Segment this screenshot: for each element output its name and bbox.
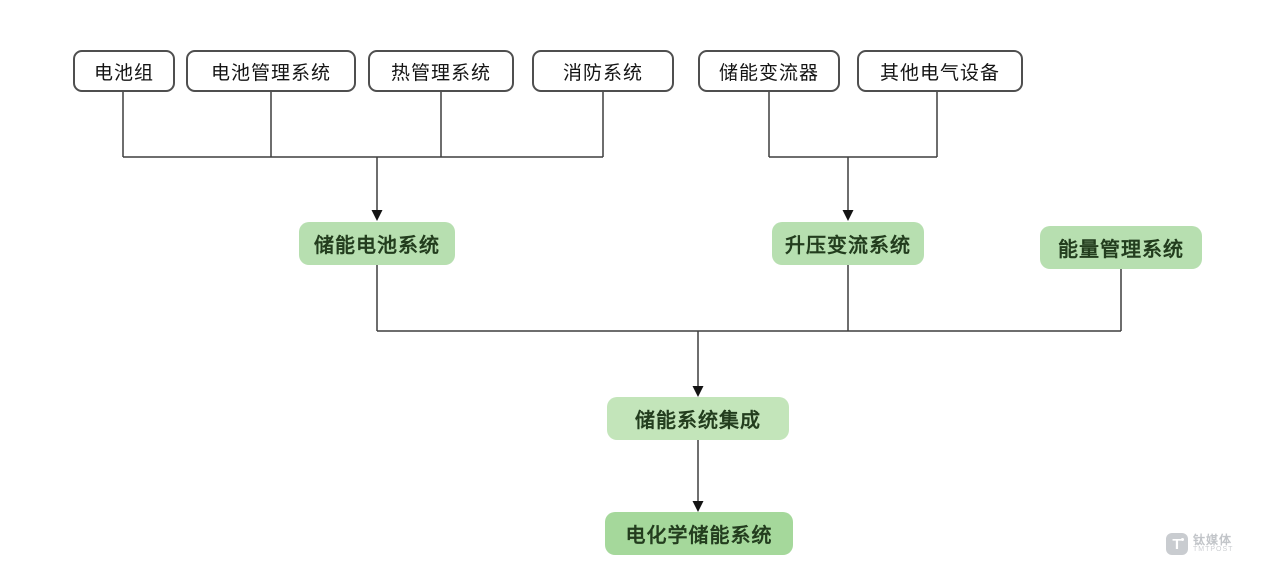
node-energy-management-system: 能量管理系统 — [1040, 226, 1202, 269]
node-battery-management-system: 电池管理系统 — [186, 50, 356, 92]
node-other-electrical-equipment: 其他电气设备 — [857, 50, 1023, 92]
node-electrochemical-storage-system: 电化学储能系统 — [605, 512, 793, 555]
node-battery-management-system-label: 电池管理系统 — [210, 61, 331, 84]
node-thermal-management-system-label: 热管理系统 — [390, 61, 491, 84]
node-storage-converter-label: 储能变流器 — [718, 61, 819, 84]
arrowhead-integration — [692, 386, 704, 397]
node-boost-converter-system-label: 升压变流系统 — [785, 233, 911, 257]
node-boost-converter-system: 升压变流系统 — [772, 222, 924, 265]
node-storage-system-integration: 储能系统集成 — [607, 397, 789, 440]
middle-bus-lines — [376, 265, 1122, 386]
node-thermal-management-system: 热管理系统 — [368, 50, 514, 92]
tmtpost-watermark: T 钛媒体 TMTPOST — [1166, 533, 1233, 555]
watermark-subbrand: TMTPOST — [1193, 546, 1234, 553]
node-electrochemical-storage-system-label: 电化学储能系统 — [625, 523, 773, 547]
node-battery-pack: 电池组 — [73, 50, 175, 92]
arrowhead-electrochemical — [692, 501, 704, 512]
node-fire-protection-system-label: 消防系统 — [562, 61, 643, 84]
tmtpost-watermark-text: 钛媒体 TMTPOST — [1193, 534, 1233, 554]
node-energy-management-system-label: 能量管理系统 — [1058, 237, 1184, 261]
tmtpost-logo-dot — [1181, 538, 1184, 541]
node-fire-protection-system: 消防系统 — [532, 50, 674, 92]
tmtpost-logo-letter: T — [1172, 535, 1182, 553]
arrowhead-boost-converter — [842, 210, 854, 221]
tmtpost-logo-icon: T — [1166, 533, 1188, 555]
node-storage-battery-system-label: 储能电池系统 — [314, 233, 440, 257]
node-storage-system-integration-label: 储能系统集成 — [635, 408, 761, 432]
watermark-brand: 钛媒体 — [1193, 533, 1233, 547]
node-other-electrical-equipment-label: 其他电气设备 — [879, 61, 1000, 84]
node-storage-battery-system: 储能电池系统 — [299, 222, 455, 265]
node-storage-converter: 储能变流器 — [698, 50, 840, 92]
node-battery-pack-label: 电池组 — [93, 61, 154, 84]
right-bus-lines — [768, 92, 938, 210]
arrowhead-battery-system — [371, 210, 383, 221]
left-bus-lines — [122, 92, 604, 210]
